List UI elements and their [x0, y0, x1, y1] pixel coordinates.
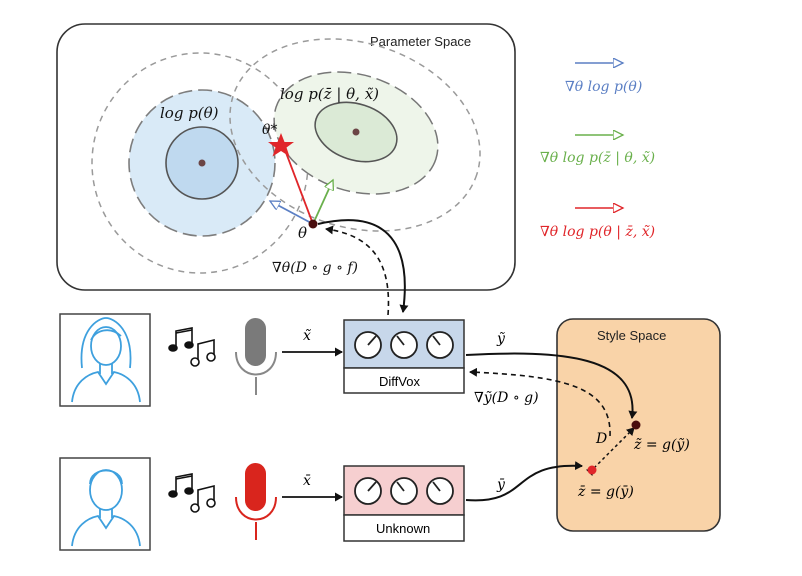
- likelihood-label: log p(z̄ | θ, x̃): [280, 85, 379, 103]
- star-icon: [268, 133, 294, 157]
- unknown-box: [343, 465, 465, 542]
- legend: ∇θ log p(θ) ∇θ log p(z̄ | θ, x̃) ∇θ log …: [540, 63, 655, 240]
- prior-gradient-arrow: [270, 200, 314, 225]
- legend-label-prior: ∇θ log p(θ): [565, 79, 642, 95]
- legend-label-likelihood: ∇θ log p(z̄ | θ, x̃): [540, 150, 655, 166]
- style-space-title: Style Space: [597, 328, 666, 343]
- likelihood-distribution: [229, 38, 481, 232]
- prior-distribution: [91, 52, 309, 274]
- prior-label: log p(θ): [160, 104, 219, 122]
- z-bar-label: z̄ = g(ȳ): [577, 484, 634, 500]
- style-to-diffvox-arrow: [469, 367, 611, 437]
- z-bar-point: [587, 465, 597, 475]
- unknown-to-style-arrow: [465, 461, 583, 502]
- theta-point: [308, 219, 318, 229]
- diffvox-box: [343, 319, 465, 394]
- input-label-top: x̃: [303, 328, 311, 344]
- knob-icon: [426, 331, 454, 359]
- theta-star-label: θ*: [262, 122, 277, 138]
- microphone-icon-bottom: [235, 463, 277, 540]
- music-notes-icon: [168, 473, 216, 513]
- output-label-bottom: ȳ: [496, 477, 506, 493]
- knob-icon: [390, 477, 418, 505]
- legend-label-posterior: ∇θ log p(θ | z̄, x̃): [540, 224, 655, 240]
- z-tilde-label: z̃ = g(ỹ): [633, 437, 690, 453]
- backprop-to-theta-arrow: [325, 225, 390, 316]
- theta-label: θ: [298, 224, 307, 242]
- person-avatar-top: [59, 313, 151, 407]
- microphone-icon-top: [235, 318, 277, 395]
- woman-icon: [71, 317, 141, 403]
- diffvox-to-style-arrow: [465, 352, 638, 419]
- back-gradient-label: ∇ỹ(D ∘ g): [474, 390, 539, 406]
- distance-label: D: [595, 431, 607, 447]
- input-label-bottom: x̄: [303, 473, 311, 489]
- knob-icon: [354, 331, 382, 359]
- output-label-top: ỹ: [496, 331, 506, 347]
- person-avatar-bottom: [59, 457, 151, 551]
- gradient-chain-label: ∇θ(D ∘ g ∘ f): [272, 260, 358, 276]
- posterior-gradient-arrow: [284, 149, 314, 225]
- knob-icon: [354, 477, 382, 505]
- theta-to-diffvox-arrow: [317, 219, 409, 313]
- unknown-label: Unknown: [376, 521, 430, 536]
- z-tilde-point: [631, 420, 641, 430]
- likelihood-gradient-arrow: [312, 180, 333, 225]
- man-icon: [71, 469, 141, 547]
- knob-icon: [390, 331, 418, 359]
- parameter-space-title: Parameter Space: [370, 34, 471, 49]
- diffvox-label: DiffVox: [379, 374, 420, 389]
- music-notes-icon: [168, 327, 216, 367]
- parameter-space-panel: [56, 23, 516, 291]
- knob-icon: [426, 477, 454, 505]
